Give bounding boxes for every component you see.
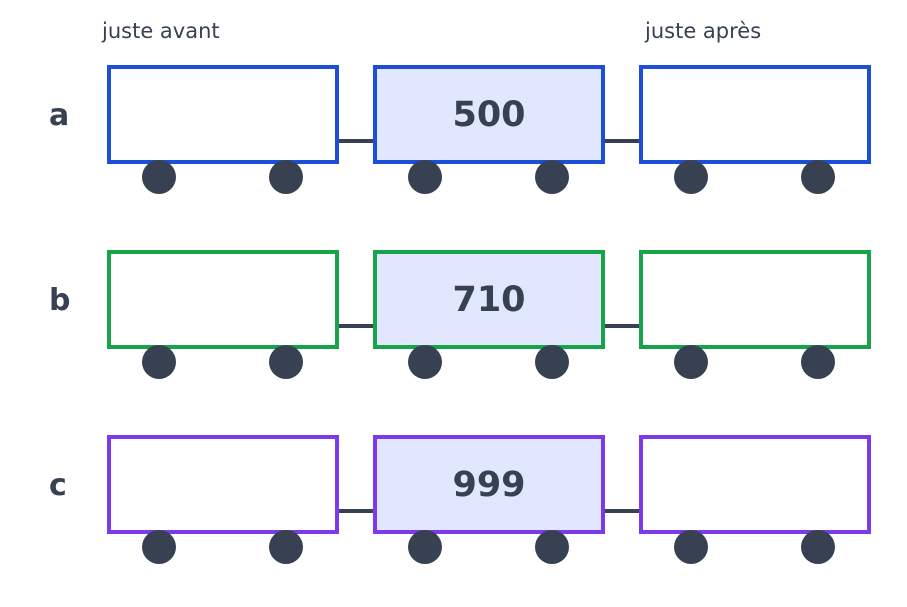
wheel <box>142 160 176 194</box>
wheel <box>801 345 835 379</box>
wheel <box>801 530 835 564</box>
wheel <box>269 345 303 379</box>
wagon-coupling <box>339 509 375 513</box>
wheel <box>408 345 442 379</box>
wagon-coupling <box>605 509 641 513</box>
wagon-number: 999 <box>373 435 605 534</box>
wagon-value: 999 <box>452 464 526 505</box>
train-row-c: c 999 <box>0 435 907 575</box>
wheel <box>674 345 708 379</box>
header-after: juste après <box>645 19 762 43</box>
wagon-after[interactable] <box>639 435 871 534</box>
train-row-b: b 710 <box>0 250 907 390</box>
wagon-before[interactable] <box>107 250 339 349</box>
wheel <box>408 160 442 194</box>
wheel <box>408 530 442 564</box>
header-before: juste avant <box>102 19 220 43</box>
wheel <box>535 345 569 379</box>
row-label: c <box>49 468 67 503</box>
wheel <box>269 160 303 194</box>
wagon-coupling <box>605 324 641 328</box>
wagon-value: 500 <box>452 94 526 135</box>
wagon-value: 710 <box>452 279 526 320</box>
wheel <box>269 530 303 564</box>
wheel <box>674 530 708 564</box>
wagon-number: 710 <box>373 250 605 349</box>
wagon-before[interactable] <box>107 65 339 164</box>
wheel <box>142 530 176 564</box>
wheel <box>535 530 569 564</box>
wheel <box>801 160 835 194</box>
wagon-after[interactable] <box>639 250 871 349</box>
wagon-coupling <box>339 139 375 143</box>
wheel <box>142 345 176 379</box>
wagon-number: 500 <box>373 65 605 164</box>
wagon-coupling <box>339 324 375 328</box>
wheel <box>674 160 708 194</box>
wagon-before[interactable] <box>107 435 339 534</box>
wheel <box>535 160 569 194</box>
wagon-after[interactable] <box>639 65 871 164</box>
train-row-a: a 500 <box>0 65 907 205</box>
wagon-coupling <box>605 139 641 143</box>
row-label: b <box>49 283 71 318</box>
row-label: a <box>49 98 70 133</box>
